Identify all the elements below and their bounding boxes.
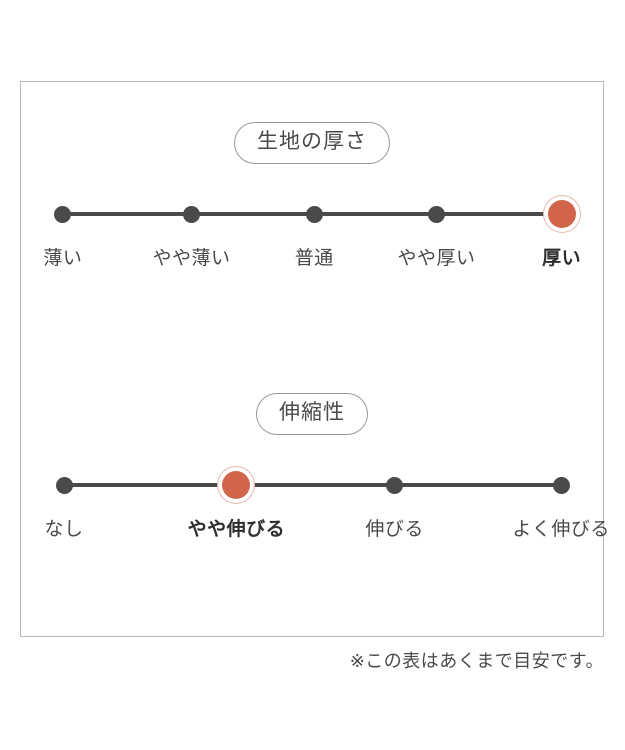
chart-thickness: 生地の厚さ 薄い やや薄い 普通 やや厚い 厚い	[21, 122, 603, 280]
chart-stretch-node-0[interactable]	[55, 476, 73, 494]
spec-chart-frame: 生地の厚さ 薄い やや薄い 普通 やや厚い 厚い 伸縮性	[20, 81, 610, 637]
chart-thickness-label-2: 普通	[294, 248, 334, 269]
chart-stretch: 伸縮性 なし やや伸びる 伸びる よく伸びる	[21, 393, 610, 551]
chart-stretch-track	[64, 483, 562, 487]
chart-stretch-node-3[interactable]	[552, 476, 570, 494]
chart-thickness-title-wrap: 生地の厚さ	[21, 122, 603, 164]
chart-thickness-node-3[interactable]	[428, 205, 446, 223]
chart-stretch-label-3: よく伸びる	[512, 519, 610, 540]
chart-stretch-scale	[21, 469, 603, 501]
chart-thickness-label-0: 薄い	[43, 248, 83, 269]
chart-thickness-label-3: やや厚い	[397, 248, 476, 269]
chart-stretch-label-2: 伸びる	[365, 519, 424, 540]
chart-stretch-label-1-selected: やや伸びる	[187, 519, 286, 540]
chart-thickness-labels: 薄い やや薄い 普通 やや厚い 厚い	[21, 246, 603, 280]
chart-stretch-label-0: なし	[44, 519, 84, 540]
chart-stretch-node-2[interactable]	[386, 476, 404, 494]
chart-thickness-title: 生地の厚さ	[234, 122, 390, 164]
chart-stretch-labels: なし やや伸びる 伸びる よく伸びる	[21, 517, 610, 551]
chart-thickness-node-1[interactable]	[183, 205, 201, 223]
chart-thickness-node-4-selected[interactable]	[547, 200, 576, 228]
chart-thickness-node-0[interactable]	[54, 205, 72, 223]
chart-thickness-label-1: やや薄い	[152, 248, 231, 269]
chart-thickness-label-4-selected: 厚い	[542, 248, 582, 269]
chart-stretch-title: 伸縮性	[256, 393, 368, 435]
chart-thickness-scale	[21, 198, 603, 230]
chart-thickness-node-2[interactable]	[305, 205, 323, 223]
footnote-text: ※この表はあくまで目安です。	[349, 651, 604, 671]
chart-stretch-title-wrap: 伸縮性	[21, 393, 603, 435]
chart-stretch-node-1-selected[interactable]	[222, 471, 251, 499]
